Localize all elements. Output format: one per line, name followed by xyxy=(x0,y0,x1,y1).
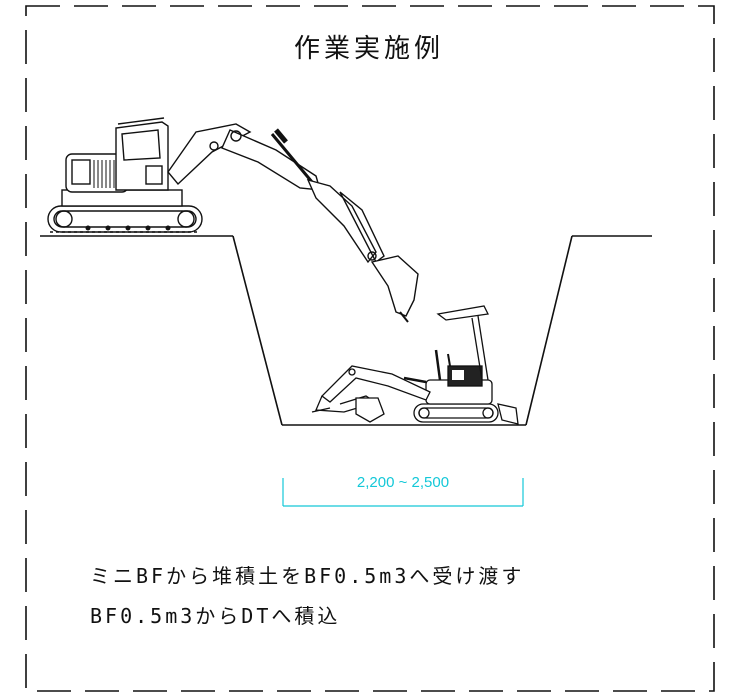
mini-excavator-icon xyxy=(311,305,519,425)
note-line-2: BF0.5m3からDTへ積込 xyxy=(90,604,341,628)
page-title: 作業実施例 xyxy=(293,34,444,64)
dimension-label: 2,200 ~ 2,500 xyxy=(356,474,450,491)
excavator-large-icon xyxy=(47,117,419,323)
trench-profile xyxy=(40,235,652,426)
dashed-frame xyxy=(25,5,715,692)
dimension-line xyxy=(282,478,524,507)
note-line-1: ミニBFから堆積土をBF0.5m3へ受け渡す xyxy=(90,564,525,588)
